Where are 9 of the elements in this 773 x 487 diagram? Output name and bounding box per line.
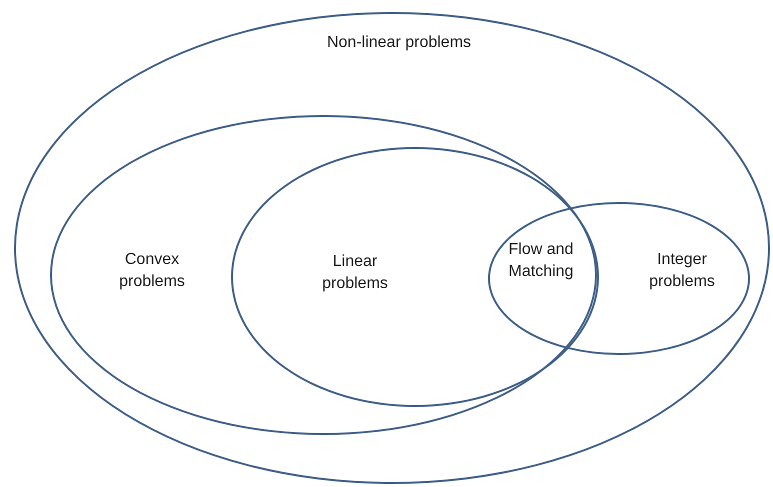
set-ellipse — [488, 202, 750, 355]
set-label: Non-linear problems — [326, 33, 472, 53]
set-label: Convex problems — [118, 250, 186, 292]
region-label: Flow and Matching — [508, 240, 574, 282]
set-ellipse — [231, 147, 599, 407]
set-ellipse — [50, 115, 597, 435]
set-ellipse — [14, 12, 770, 484]
set-label: Integer problems — [648, 250, 716, 292]
set-label: Linear problems — [321, 252, 389, 294]
